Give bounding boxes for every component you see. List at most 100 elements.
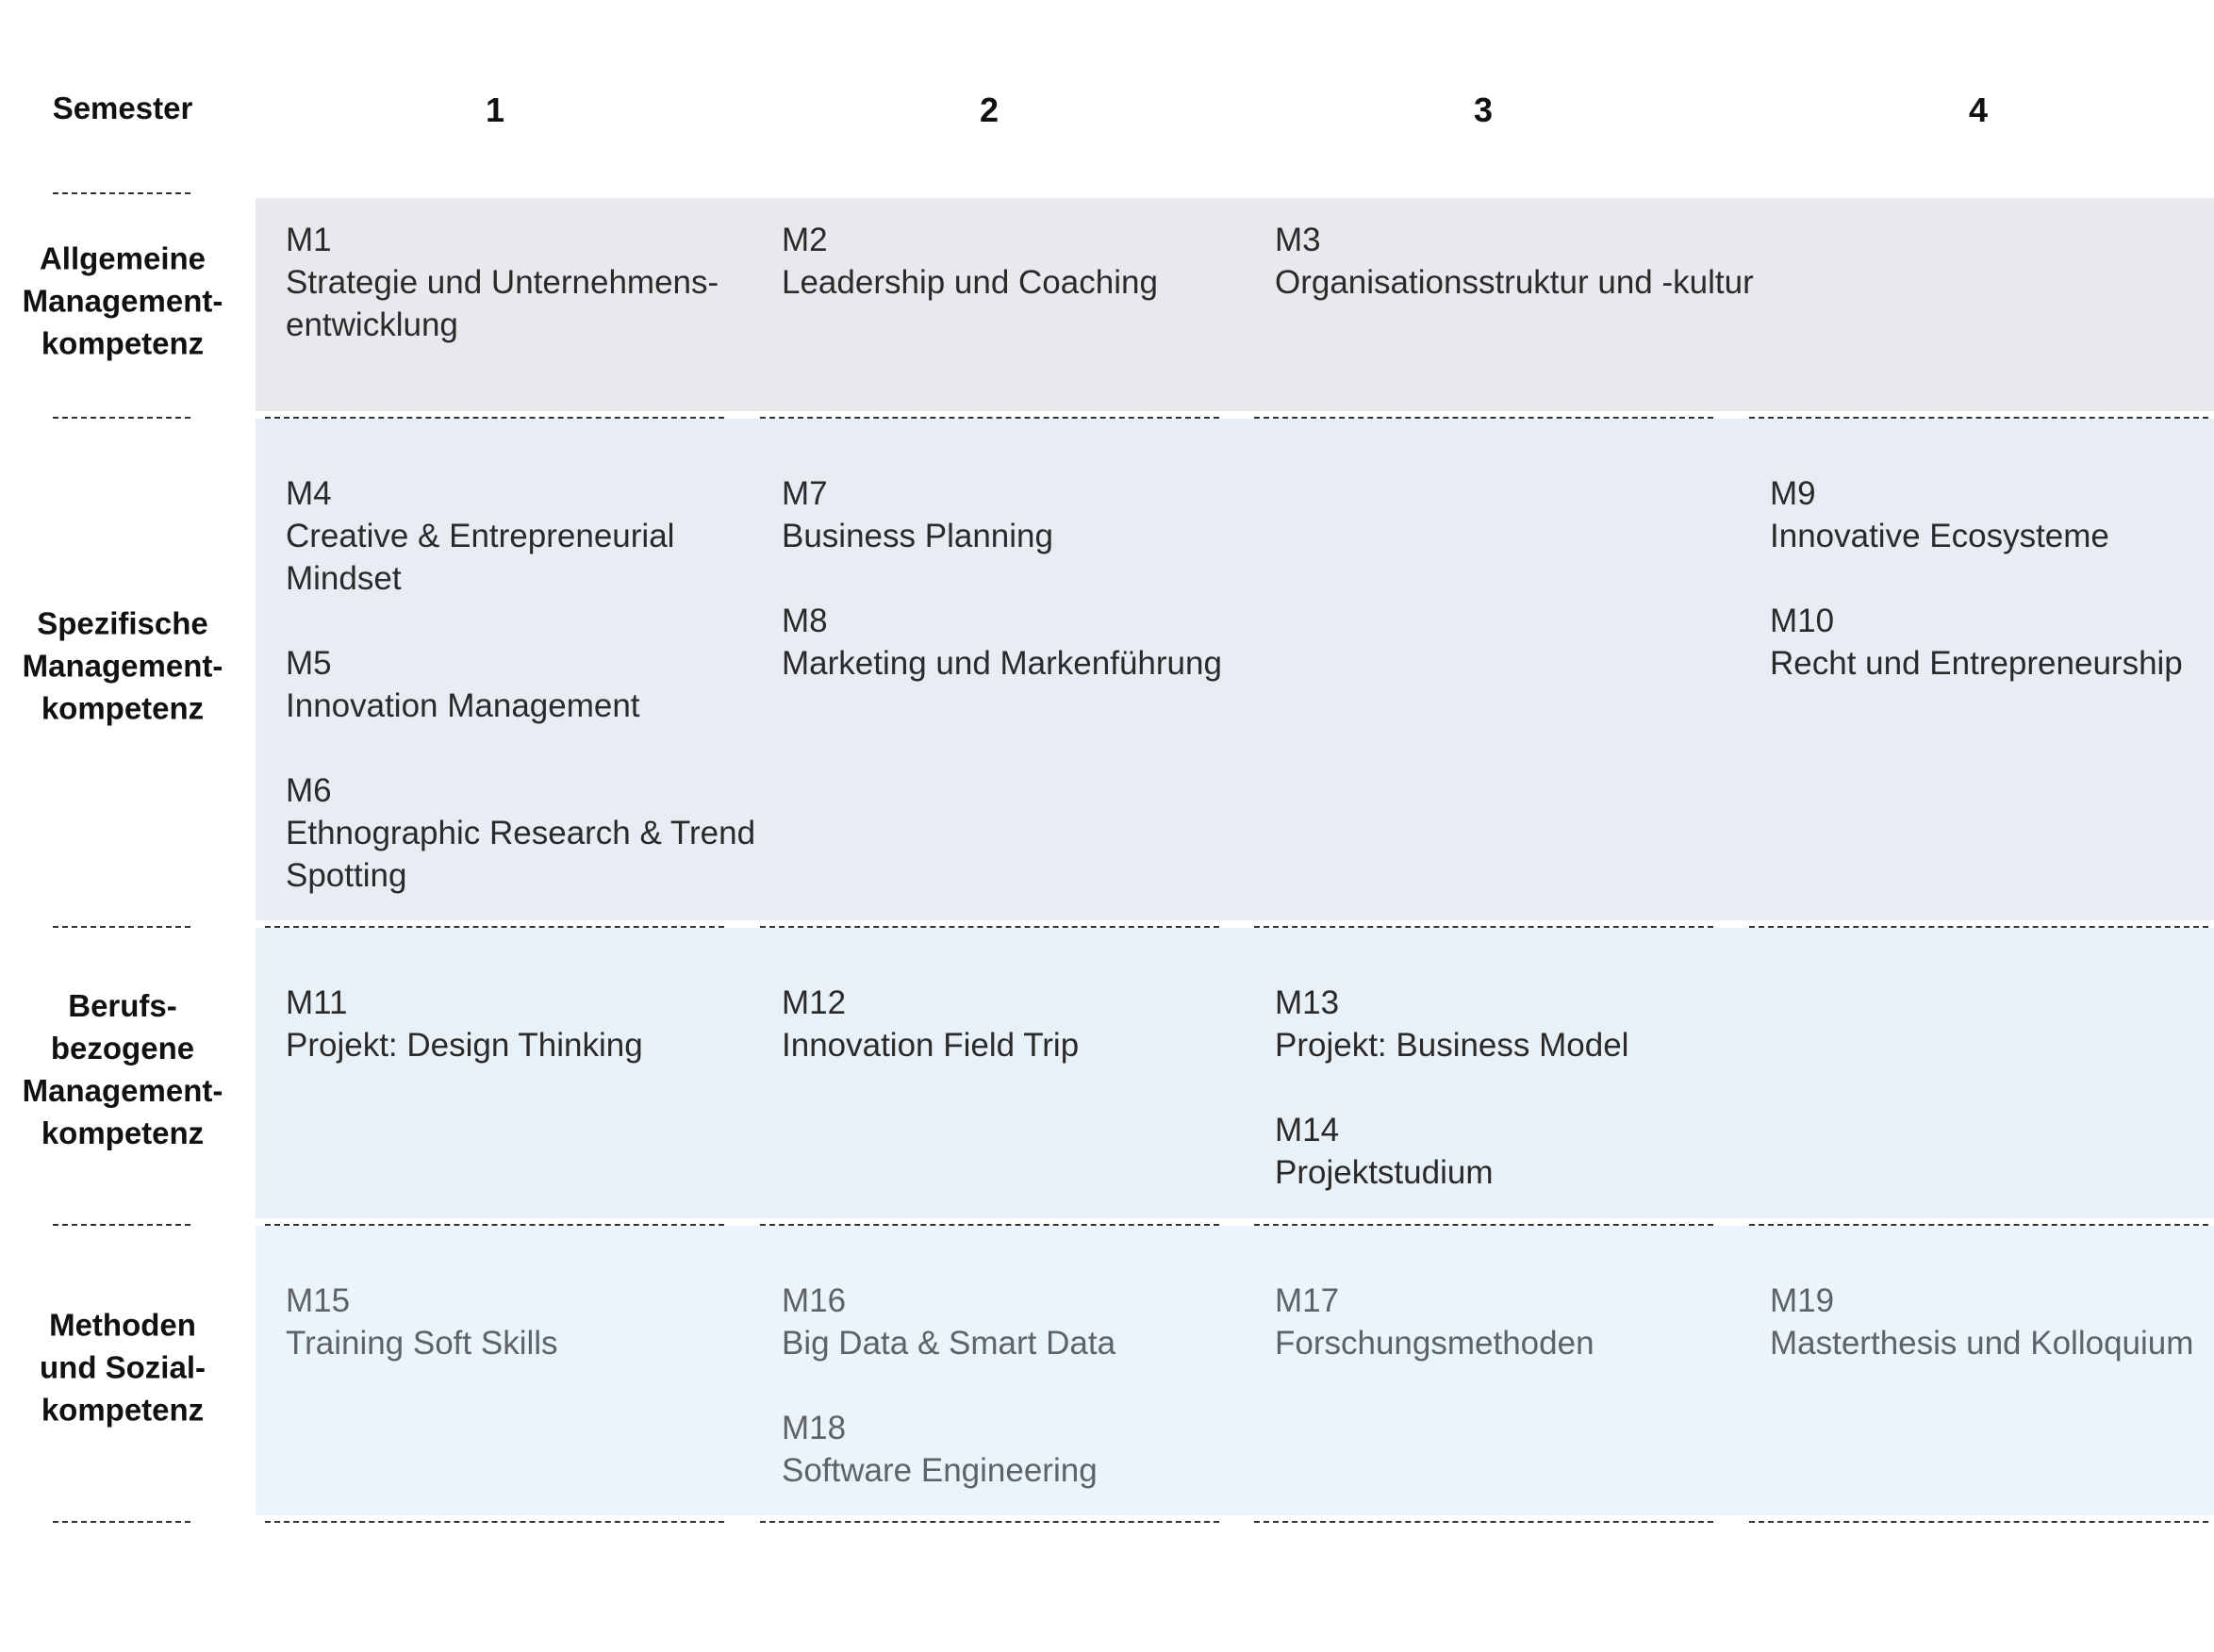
- module-title: Training Soft Skills: [286, 1325, 558, 1362]
- divider: [53, 1521, 190, 1523]
- divider: [265, 417, 724, 419]
- divider: [53, 192, 190, 194]
- module-code: M8: [782, 603, 828, 639]
- row-band: [256, 198, 2214, 411]
- module-title: Masterthesis und Kolloquium: [1770, 1325, 2194, 1362]
- module-code: M14: [1275, 1112, 1340, 1148]
- divider: [1254, 1521, 1713, 1523]
- module-code: M15: [286, 1282, 351, 1319]
- module-title: Big Data & Smart Data: [782, 1325, 1116, 1362]
- semester-number-3: 3: [1473, 91, 1494, 129]
- row-label-line: kompetenz: [41, 1392, 205, 1427]
- module-code: M6: [286, 772, 332, 809]
- row-band: [256, 928, 2214, 1218]
- module-title: Mindset: [286, 560, 402, 597]
- module-title: Recht und Entrepreneurship: [1770, 645, 2183, 682]
- module-title: Forschungsmethoden: [1275, 1325, 1594, 1362]
- row-label-line: Management-: [22, 1073, 223, 1108]
- module-title: Business Planning: [782, 518, 1053, 554]
- module-code: M4: [286, 475, 332, 512]
- divider: [1749, 417, 2208, 419]
- row-label-line: Management-: [22, 648, 223, 684]
- divider: [1749, 1521, 2208, 1523]
- module-code: M1: [286, 222, 332, 258]
- divider: [53, 926, 190, 928]
- module-code: M11: [286, 984, 348, 1021]
- module-title: Innovative Ecosysteme: [1770, 518, 2109, 554]
- divider: [1254, 926, 1713, 928]
- module-code: M16: [782, 1282, 847, 1319]
- row-label-line: und Sozial-: [40, 1349, 206, 1384]
- module-title: Organisationsstruktur und -kultur: [1275, 264, 1754, 301]
- divider: [265, 1521, 724, 1523]
- row-band: [256, 1226, 2214, 1515]
- divider: [265, 1224, 724, 1226]
- row-label-line: Management-: [22, 283, 223, 319]
- divider: [265, 926, 724, 928]
- module-code: M13: [1275, 984, 1340, 1021]
- row-label-line: kompetenz: [41, 1115, 205, 1150]
- module-code: M3: [1275, 222, 1321, 258]
- module-title: Projekt: Business Model: [1275, 1027, 1629, 1064]
- module-code: M18: [782, 1410, 847, 1446]
- semester-number-1: 1: [485, 91, 505, 129]
- module-title: Leadership und Coaching: [782, 264, 1158, 301]
- module-title: Projekt: Design Thinking: [286, 1027, 643, 1064]
- module-code: M19: [1770, 1282, 1835, 1319]
- module-title: Spotting: [286, 857, 407, 894]
- module-code: M17: [1275, 1282, 1340, 1319]
- module-title: Marketing und Markenführung: [782, 645, 1222, 682]
- row-label-line: Spezifische: [37, 605, 208, 641]
- semester-label: Semester: [52, 91, 193, 125]
- module-title: Ethnographic Research & Trend: [286, 815, 756, 851]
- divider: [1749, 1224, 2208, 1226]
- row-label-line: Berufs-: [68, 988, 177, 1023]
- row-label-line: kompetenz: [41, 690, 205, 726]
- module-code: M7: [782, 475, 828, 512]
- module-code: M9: [1770, 475, 1816, 512]
- module-title: Innovation Management: [286, 687, 640, 724]
- module-code: M2: [782, 222, 828, 258]
- module-title: Strategie und Unternehmens-: [286, 264, 719, 301]
- row-label-line: bezogene: [50, 1031, 195, 1066]
- semester-number-2: 2: [979, 91, 1000, 129]
- module-title: Innovation Field Trip: [782, 1027, 1080, 1064]
- row-band: [256, 419, 2214, 920]
- semester-number-4: 4: [1968, 91, 1989, 129]
- divider: [760, 417, 1219, 419]
- divider: [53, 417, 190, 419]
- module-title: Projektstudium: [1275, 1154, 1494, 1191]
- module-code: M10: [1770, 603, 1835, 639]
- module-code: M12: [782, 984, 847, 1021]
